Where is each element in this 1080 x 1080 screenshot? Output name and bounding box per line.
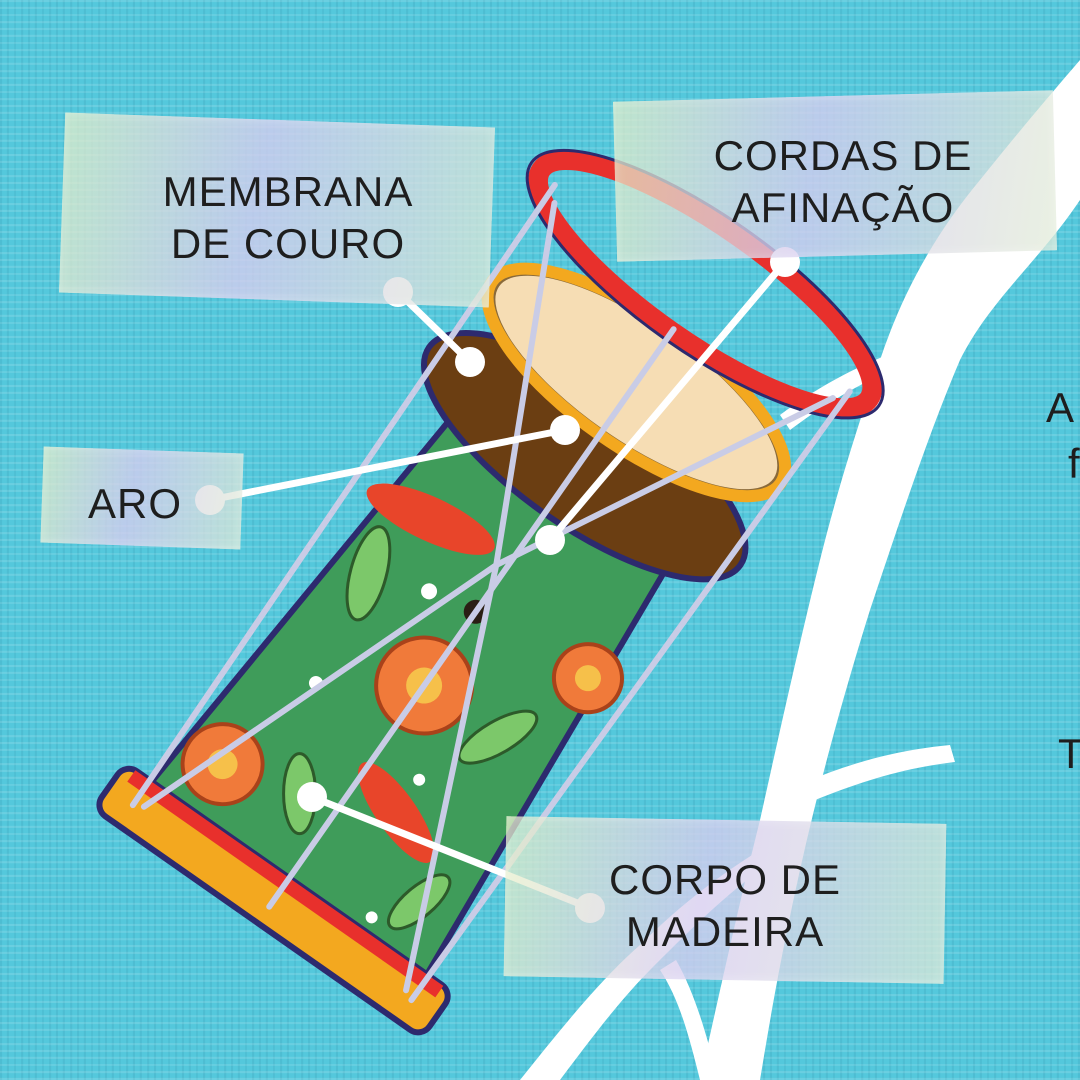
label-aro: ARO (87, 480, 182, 527)
edge-text-f: f (1068, 440, 1080, 487)
label-cordas-de-afinacao: CORDAS DE AFINAÇÃO (713, 132, 973, 231)
edge-text-t: T (1058, 730, 1080, 777)
drum-dots (308, 583, 438, 924)
label-membrana-de-couro: MEMBRANA DE COURO (162, 168, 414, 267)
drum-illustration (96, 148, 885, 1036)
drum-leaves (282, 525, 539, 931)
edge-text-a: A (1046, 384, 1075, 431)
label-corpo-de-madeira: CORPO DE MADEIRA (608, 856, 842, 955)
